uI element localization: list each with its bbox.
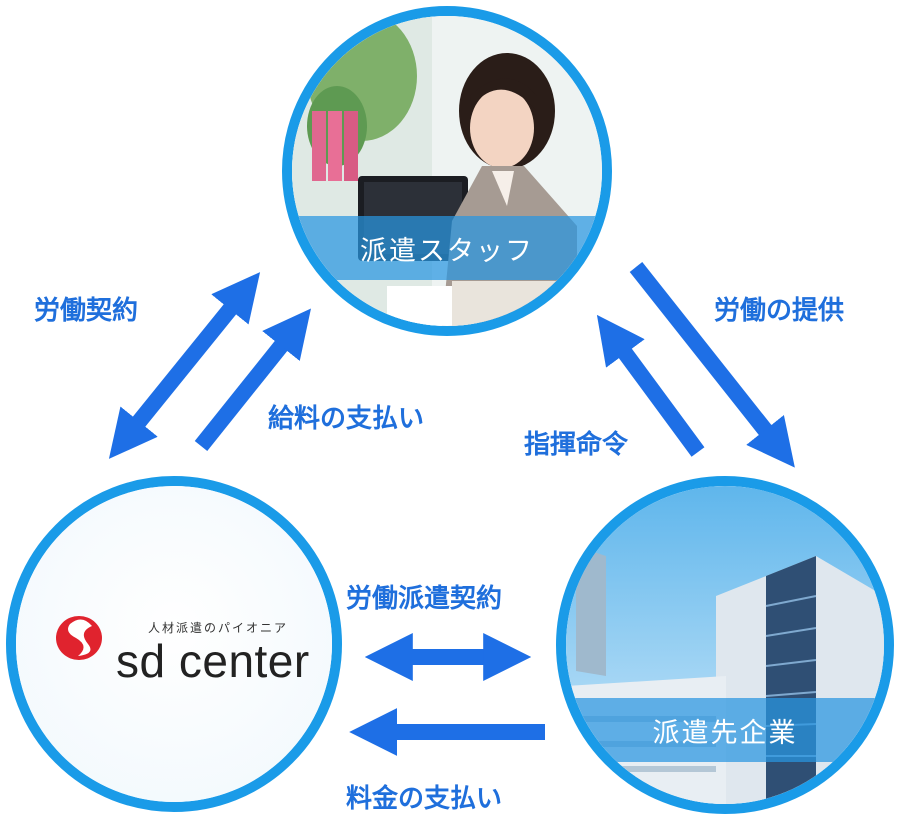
labor-contract-label: 労働契約 <box>34 296 139 326</box>
fee-payment-label: 料金の支払い <box>346 784 503 814</box>
sd-center-logo-mark <box>16 486 332 802</box>
dispatch-contract-label: 労働派遣契約 <box>346 584 503 614</box>
labor-provision-label: 労働の提供 <box>714 296 845 326</box>
staff-circle: 派遣スタッフ <box>282 6 612 336</box>
agency-tagline: 人材派遣のパイオニア <box>148 621 289 635</box>
instruction-label: 指揮命令 <box>524 430 629 460</box>
client-company-label: 派遣先企業 <box>566 698 884 762</box>
agency-circle: 人材派遣のパイオニア sd center <box>6 476 342 812</box>
instruction-arrow <box>596 314 705 457</box>
agency-brand: sd center <box>116 635 310 687</box>
client-company-circle: 派遣先企業 <box>556 476 894 814</box>
salary-payment-label: 給料の支払い <box>268 404 425 434</box>
staff-label: 派遣スタッフ <box>292 216 602 280</box>
salary-payment-arrow <box>194 308 311 451</box>
labor-provision-arrow <box>629 262 795 468</box>
labor-contract-arrow <box>108 272 261 459</box>
